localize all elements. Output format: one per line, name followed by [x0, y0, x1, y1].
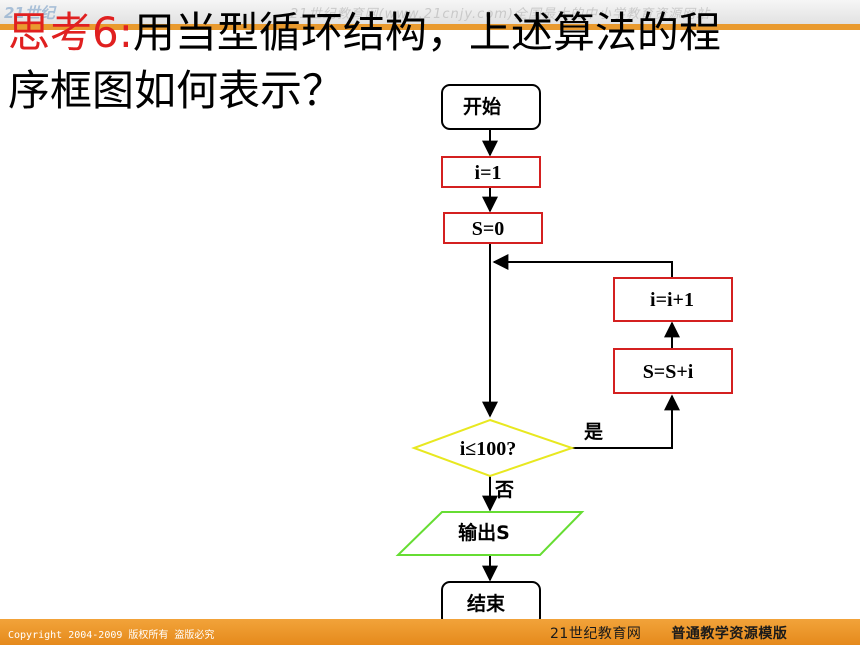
arrow-yes-to-accumulate	[572, 394, 680, 449]
site-logo: 21世纪	[4, 4, 55, 22]
condition-diamond: i≤100?	[411, 418, 576, 478]
init-s-label: S=0	[472, 218, 505, 240]
footer-brand-left: 21世纪教育网	[550, 626, 642, 642]
init-i-label: i=1	[475, 162, 502, 184]
init-s-box: S=0	[443, 212, 543, 244]
end-node: 结束	[441, 581, 541, 627]
header-bar	[0, 0, 860, 24]
header-watermark: 21世纪教育网(www.21cnjy.com)全国最大的中小学教育资源网站	[290, 7, 711, 22]
increment-box: i=i+1	[613, 277, 733, 322]
footer-bar	[0, 619, 860, 645]
footer-brand: 21世纪教育网 普通教学资源模版	[550, 623, 787, 643]
title-line-1: 用当型循环结构，上述算法的程	[132, 8, 721, 57]
connectors	[482, 129, 680, 582]
yes-label: 是	[584, 421, 603, 443]
title-accent: 思考6:	[8, 8, 133, 57]
accumulate-label: S=S+i	[643, 361, 694, 383]
init-i-box: i=1	[441, 156, 541, 188]
footer-brand-right: 普通教学资源模版	[671, 626, 788, 642]
output-label: 输出S	[458, 521, 510, 544]
title-line-2: 序框图如何表示？	[8, 66, 345, 115]
accumulate-box: S=S+i	[613, 348, 733, 394]
arrow-loop-back	[492, 254, 673, 278]
start-label: 开始	[463, 95, 501, 118]
start-node: 开始	[441, 84, 541, 130]
slide-title: 思考6:用当型循环结构，上述算法的程 序框图如何表示？	[8, 4, 848, 120]
increment-label: i=i+1	[650, 289, 694, 311]
header-stripe	[0, 24, 860, 30]
output-node: 输出S	[395, 511, 585, 556]
footer-copyright: Copyright 2004-2009 版权所有 盗版必究	[8, 630, 215, 641]
end-label: 结束	[467, 592, 506, 615]
condition-label: i≤100?	[460, 438, 517, 460]
no-label: 否	[494, 479, 514, 501]
